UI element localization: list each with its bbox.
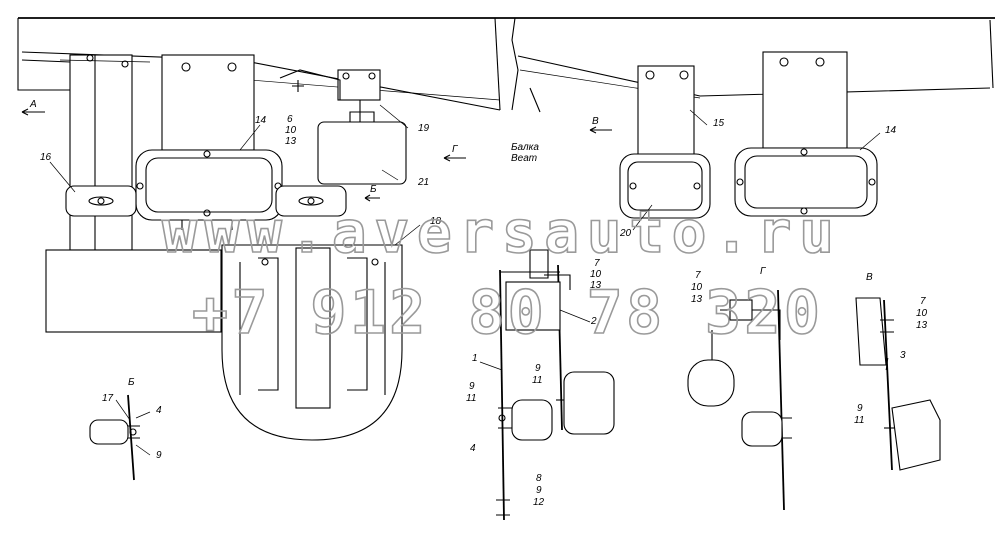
part-num-7-c: 7: [594, 258, 600, 269]
detail-view-v: [855, 297, 941, 471]
part-num-14-left: 14: [255, 115, 267, 126]
label-view-g-detail: Г: [760, 266, 767, 277]
watermark-site: www.aversauto.ru: [162, 198, 834, 266]
rear-lamp-14-left: [135, 149, 283, 221]
part-num-12: 12: [533, 497, 545, 508]
rear-lamp-21: [317, 111, 407, 185]
part-num-13-top: 13: [285, 136, 297, 147]
part-num-11-v: 11: [854, 415, 864, 426]
part-num-7-g: 7: [695, 270, 701, 281]
label-beam-ru: Балка: [511, 142, 539, 153]
part-num-10-top: 10: [285, 125, 297, 136]
part-num-9-b: 9: [156, 450, 162, 461]
rear-lamp-14-right: [734, 147, 878, 217]
label-view-a: А: [29, 99, 37, 110]
part-num-6: 6: [287, 114, 293, 125]
part-num-4-b: 4: [156, 405, 162, 416]
part-num-11-c2: 11: [466, 393, 476, 404]
marker-lamp-b: [275, 185, 347, 217]
part-num-10-g: 10: [691, 282, 703, 293]
part-num-13-g: 13: [691, 294, 703, 305]
arrow-b: [364, 194, 380, 202]
part-num-21: 21: [417, 177, 429, 188]
part-numbers: 16 14 6 10 13 19 21 18 15 14 20 17 4 9 7…: [40, 114, 928, 508]
label-beam-en: Beam: [511, 153, 537, 164]
label-view-g-top: Г: [452, 144, 459, 155]
part-num-3: 3: [900, 350, 906, 361]
part-num-9-c2: 9: [469, 381, 475, 392]
label-view-v-top: В: [592, 116, 599, 127]
part-num-13-c: 13: [590, 280, 602, 291]
part-num-14-right: 14: [885, 125, 897, 136]
label-view-v-detail: В: [866, 272, 873, 283]
detail-view-b: [89, 394, 140, 481]
part-num-4-c: 4: [470, 443, 476, 454]
part-num-8: 8: [536, 473, 542, 484]
part-num-7-v: 7: [920, 296, 926, 307]
lamp-bracket-left: [161, 54, 255, 230]
bracket-19: [279, 69, 381, 125]
part-num-9-c1: 9: [535, 363, 541, 374]
part-num-10-c: 10: [590, 269, 602, 280]
part-num-17: 17: [102, 393, 114, 404]
part-num-9-c3: 9: [536, 485, 542, 496]
lamp-bracket-right: [762, 51, 848, 149]
marker-lamp-20: [619, 153, 711, 219]
part-num-10-v: 10: [916, 308, 928, 319]
arrow-v: [589, 126, 612, 134]
part-num-18: 18: [430, 216, 442, 227]
detail-assembly-center: [496, 249, 615, 521]
part-num-2: 2: [590, 316, 597, 327]
part-num-9-v: 9: [857, 403, 863, 414]
label-view-b-top: Б: [370, 184, 377, 195]
left-post: [59, 54, 151, 251]
part-num-20: 20: [619, 228, 632, 239]
beam-center: [529, 87, 541, 113]
leader-lines: [49, 104, 889, 456]
arrow-g: [443, 154, 466, 162]
bracket-15: [637, 65, 695, 159]
part-num-13-v: 13: [916, 320, 928, 331]
part-num-19: 19: [418, 123, 430, 134]
part-num-16: 16: [40, 152, 52, 163]
license-plate-bracket-18: [45, 244, 403, 441]
arrow-a: [21, 108, 45, 116]
part-num-15: 15: [713, 118, 725, 129]
view-labels: А В Г Б Б Г В Балка Beam: [29, 99, 873, 388]
label-view-b-detail: Б: [128, 377, 135, 388]
part-num-1: 1: [472, 353, 478, 364]
part-num-11-c1: 11: [532, 375, 542, 386]
detail-view-g: [687, 289, 792, 511]
marker-lamp-16: [65, 185, 137, 217]
